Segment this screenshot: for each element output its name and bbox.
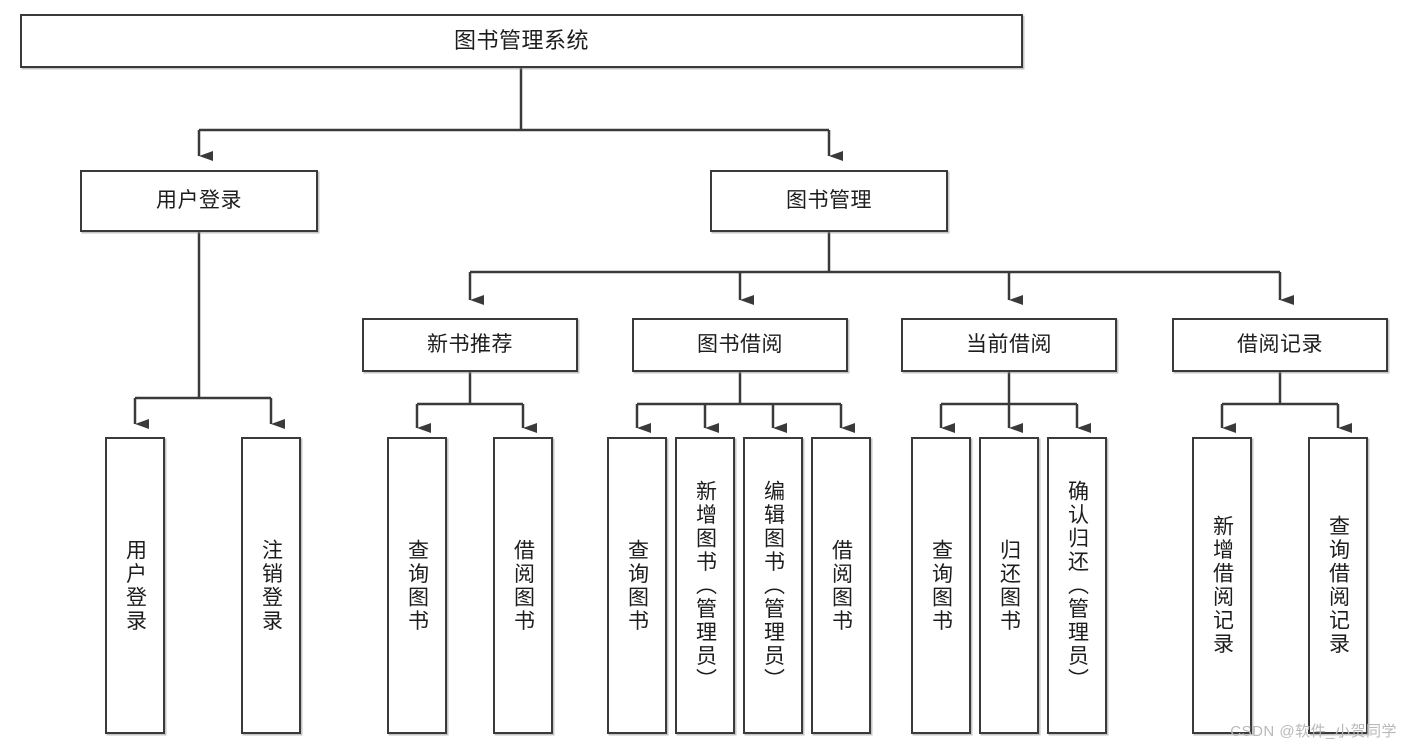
node-borrow-record[interactable]: 借阅记录 [1172,318,1388,372]
node-leaf-label: 新增图书（管理员） [693,479,717,692]
node-leaf-new-book-query[interactable]: 查询图书 [387,437,447,734]
node-user-login-label: 用户登录 [156,188,242,212]
watermark-text: CSDN @软件_小贺同学 [1230,723,1397,740]
node-leaf-label: 查询图书 [625,538,649,633]
node-leaf-label: 用户登录 [123,538,147,633]
node-leaf-book-borrow-add[interactable]: 新增图书（管理员） [675,437,735,734]
node-leaf-user-login-login[interactable]: 用户登录 [105,437,165,734]
node-leaf-label: 编辑图书（管理员） [761,479,785,692]
node-book-borrow[interactable]: 图书借阅 [632,318,848,372]
node-new-book-recommend[interactable]: 新书推荐 [362,318,578,372]
node-leaf-book-borrow-query[interactable]: 查询图书 [607,437,667,734]
node-leaf-book-borrow-edit[interactable]: 编辑图书（管理员） [743,437,803,734]
node-leaf-current-borrow-query[interactable]: 查询图书 [911,437,971,734]
node-leaf-label: 新增借阅记录 [1210,515,1234,656]
node-leaf-book-borrow-borrow[interactable]: 借阅图书 [811,437,871,734]
node-current-borrow-label: 当前借阅 [966,332,1052,356]
node-leaf-label: 确认归还（管理员） [1065,479,1089,692]
node-leaf-current-borrow-confirm[interactable]: 确认归还（管理员） [1047,437,1107,734]
node-leaf-label: 查询借阅记录 [1326,515,1350,656]
node-leaf-label: 注销登录 [259,538,283,633]
node-leaf-current-borrow-return[interactable]: 归还图书 [979,437,1039,734]
node-root[interactable]: 图书管理系统 [20,14,1023,68]
node-book-management[interactable]: 图书管理 [710,170,948,232]
node-leaf-label: 查询图书 [929,538,953,633]
node-leaf-borrow-record-query[interactable]: 查询借阅记录 [1308,437,1368,734]
node-leaf-user-login-logout[interactable]: 注销登录 [241,437,301,734]
node-leaf-label: 借阅图书 [829,538,853,633]
node-user-login[interactable]: 用户登录 [80,170,318,232]
node-current-borrow[interactable]: 当前借阅 [901,318,1117,372]
node-book-borrow-label: 图书借阅 [697,332,783,356]
node-borrow-record-label: 借阅记录 [1237,332,1323,356]
node-root-label: 图书管理系统 [453,28,589,54]
node-leaf-label: 归还图书 [997,538,1021,633]
node-leaf-label: 借阅图书 [511,538,535,633]
node-leaf-label: 查询图书 [405,538,429,633]
node-new-book-recommend-label: 新书推荐 [427,332,513,356]
node-leaf-borrow-record-add[interactable]: 新增借阅记录 [1192,437,1252,734]
node-book-management-label: 图书管理 [786,188,872,212]
node-leaf-new-book-borrow[interactable]: 借阅图书 [493,437,553,734]
